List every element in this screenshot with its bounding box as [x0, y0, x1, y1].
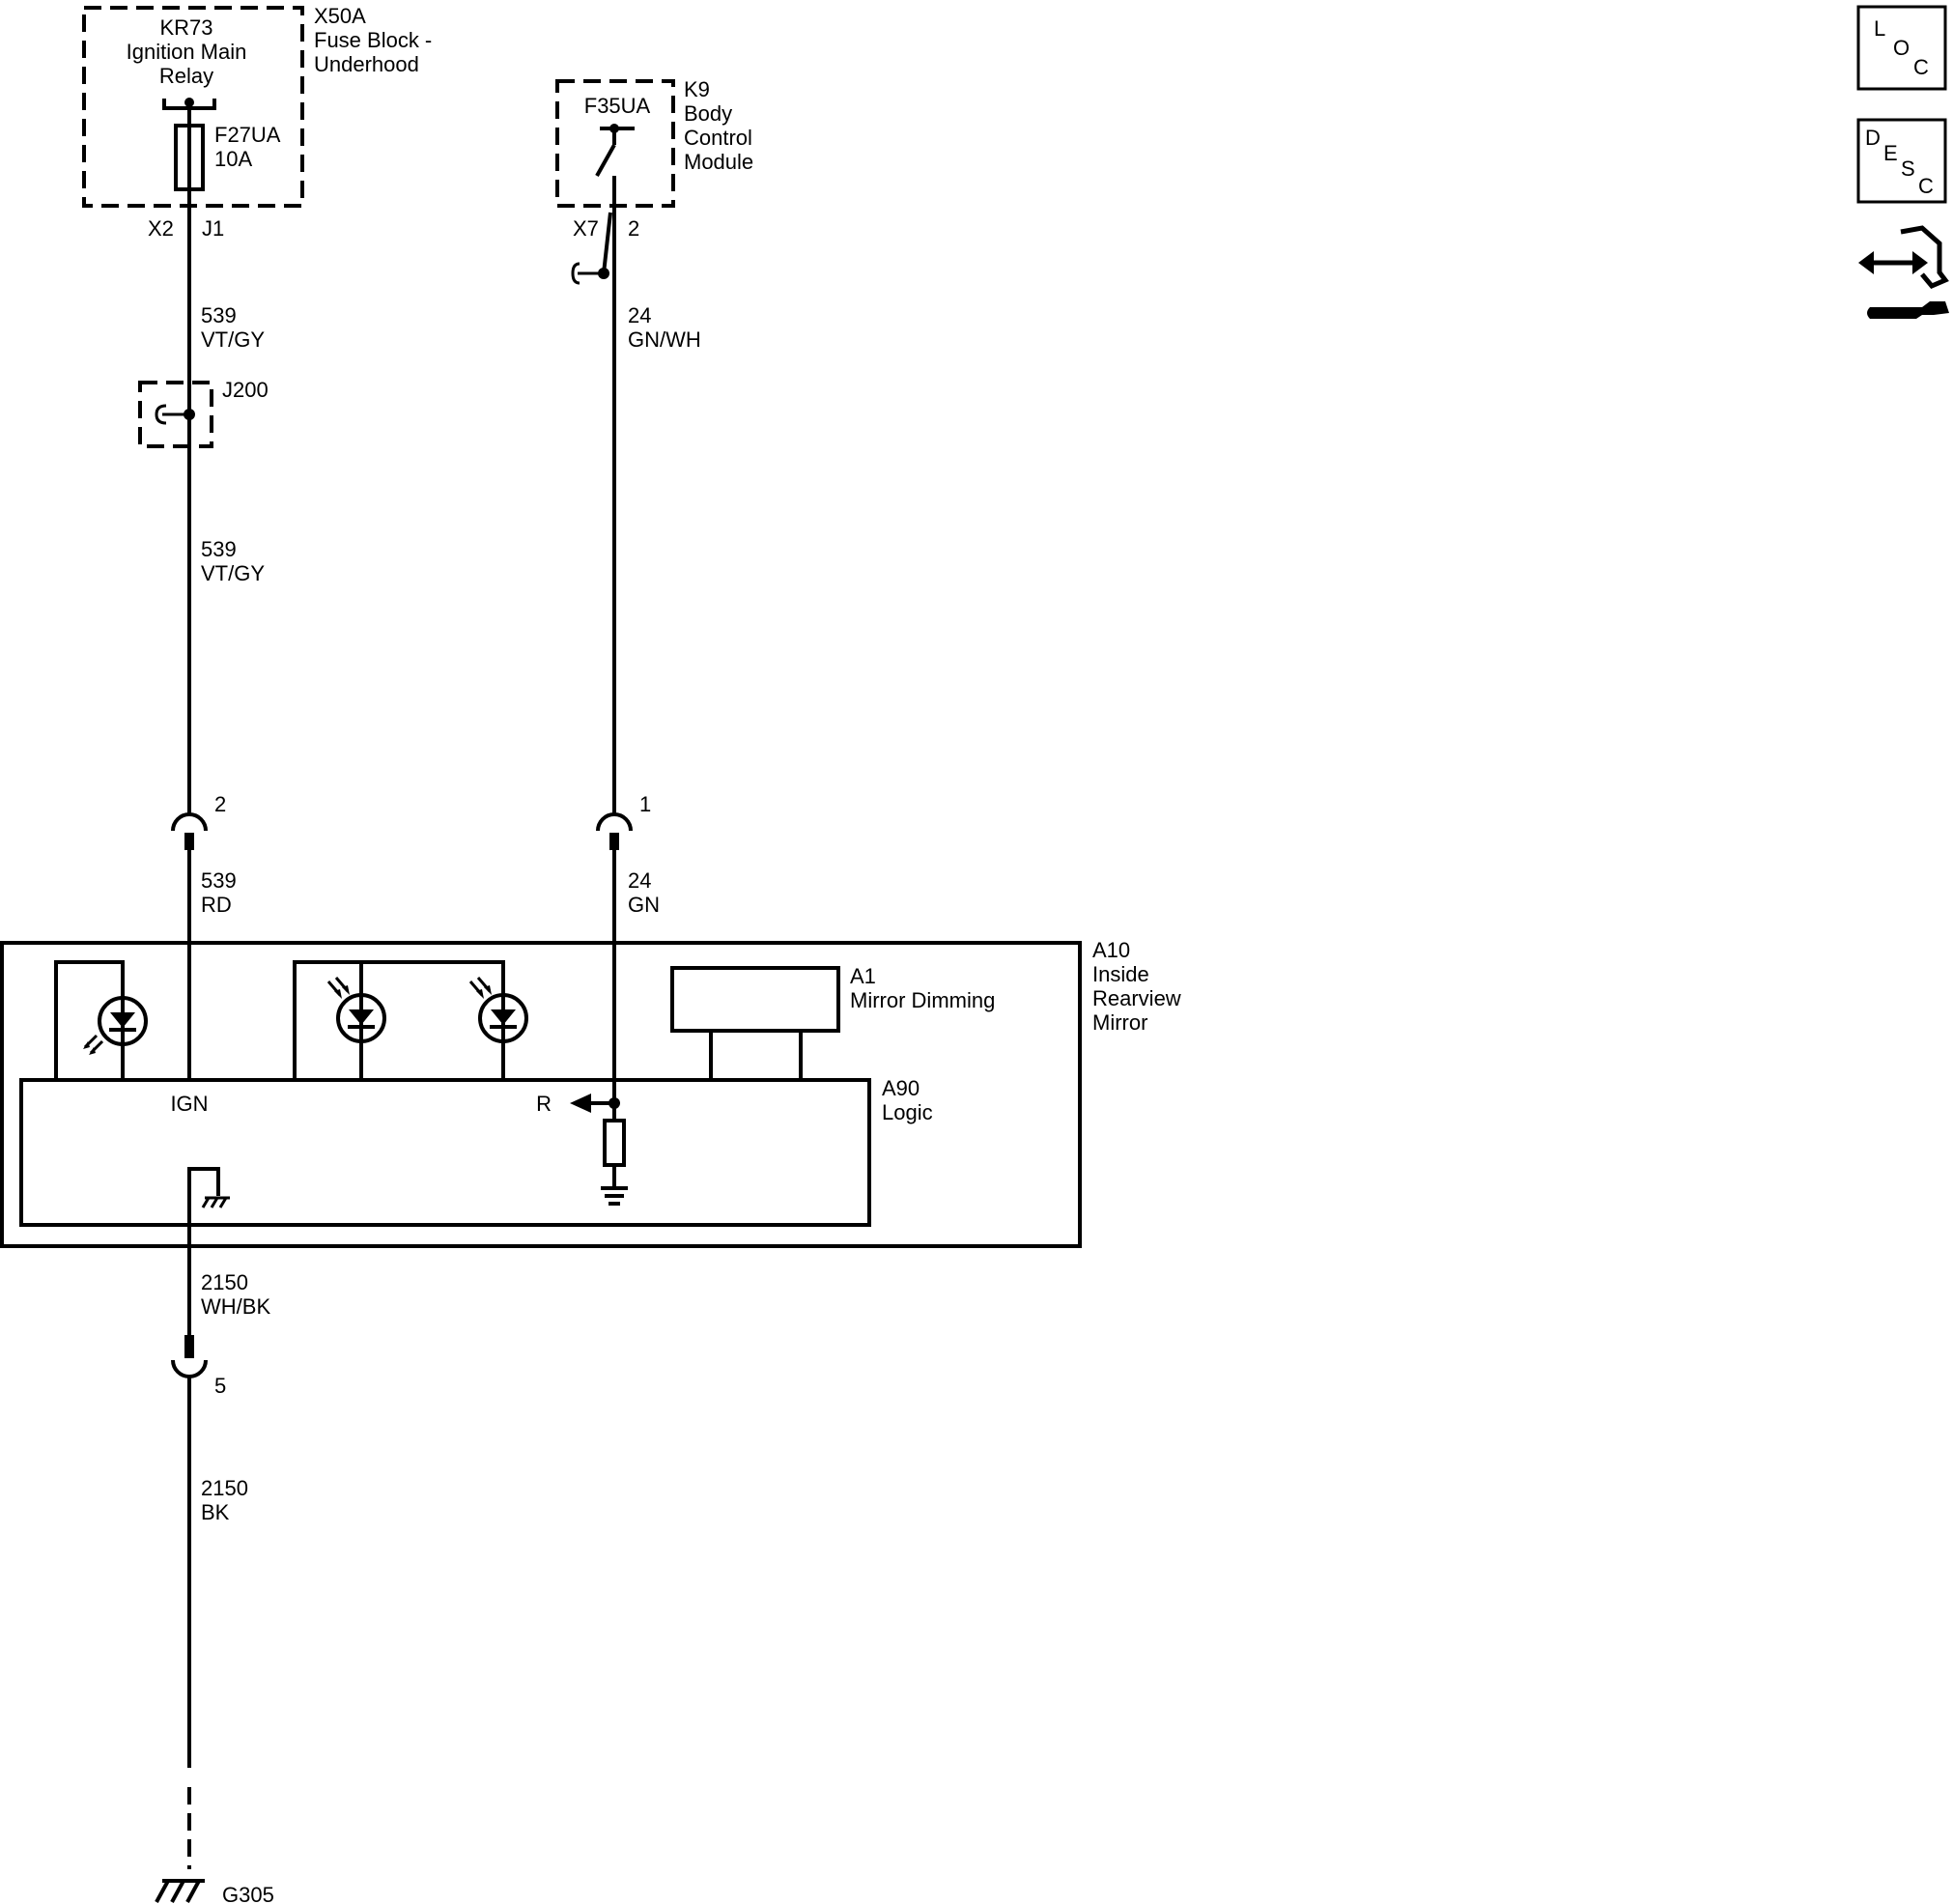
relay-kr73[interactable]: KR73 Ignition Main Relay: [127, 15, 247, 126]
dimming-desc: Mirror Dimming: [850, 988, 995, 1012]
connector-pin-2[interactable]: 2: [171, 792, 226, 850]
desc-letter-s: S: [1901, 156, 1915, 181]
description-button[interactable]: D E S C: [1856, 118, 1947, 204]
bcm-desc-1: Body: [684, 101, 732, 126]
ground-g305[interactable]: G305: [155, 1879, 274, 1904]
wire-24-top-circuit: 24: [628, 303, 651, 327]
fuse-block-x50a[interactable]: X50A Fuse Block - Underhood: [82, 4, 432, 208]
wire-24-top-color: GN/WH: [628, 327, 701, 352]
mirror-dimming-a1[interactable]: A1 Mirror Dimming: [670, 964, 995, 1080]
fuse-pin-label: J1: [202, 216, 224, 241]
wire-539-top-color: VT/GY: [201, 327, 265, 352]
inside-rearview-mirror-a10[interactable]: A10 Inside Rearview Mirror: [0, 938, 1181, 1248]
fuse-block-desc-2: Underhood: [314, 52, 419, 76]
mirror-desc-1: Inside: [1092, 962, 1149, 986]
logic-desc: Logic: [882, 1100, 933, 1124]
wire-2150-top-circuit: 2150: [201, 1270, 248, 1294]
connector-pin-5[interactable]: 5: [171, 1335, 226, 1398]
relay-label-3: Relay: [159, 64, 213, 88]
logic-a90[interactable]: A90 Logic IGN R: [19, 1076, 933, 1227]
bcm-pin-label: 2: [628, 216, 639, 241]
connector-pin-1-label: 1: [639, 792, 651, 816]
desc-letter-e: E: [1883, 141, 1898, 165]
ground-name: G305: [222, 1883, 274, 1904]
connector-pin-5-label: 5: [214, 1374, 226, 1398]
desc-letter-c: C: [1918, 174, 1934, 198]
fuse-f27ua[interactable]: F27UA 10A: [174, 123, 281, 191]
mirror-name: A10: [1092, 938, 1130, 962]
connector-pin-1[interactable]: 1: [596, 792, 651, 850]
fuse-block-name: X50A: [314, 4, 366, 28]
bcm-k9[interactable]: F35UA K9 Body Control Module: [555, 77, 753, 208]
wire-2150-top-color: WH/BK: [201, 1294, 270, 1319]
relay-label-2: Ignition Main: [127, 40, 247, 64]
wire-539-bot-color: RD: [201, 893, 232, 917]
desc-letter-d: D: [1865, 126, 1881, 150]
bcm-desc-2: Control: [684, 126, 752, 150]
light-sensor-diode: [54, 960, 148, 1080]
wire-2150-bot-circuit: 2150: [201, 1476, 248, 1500]
mirror-desc-3: Mirror: [1092, 1010, 1147, 1035]
splice-name: J200: [222, 378, 269, 402]
wire-2150-bot-color: BK: [201, 1500, 230, 1524]
bcm-desc-3: Module: [684, 150, 753, 174]
bcm-connector-label: X7: [573, 216, 599, 241]
logic-name: A90: [882, 1076, 920, 1100]
fuse-rating: 10A: [214, 147, 252, 171]
fuse-connector-label: X2: [148, 216, 174, 241]
loc-letter-c: C: [1913, 55, 1929, 79]
connector-repair-icon[interactable]: [1858, 225, 1949, 319]
input-resistor: [570, 1094, 628, 1206]
mirror-desc-2: Rearview: [1092, 986, 1181, 1010]
loc-letter-l: L: [1874, 16, 1885, 41]
logic-pin-ign: IGN: [170, 1092, 208, 1116]
splice-j200[interactable]: J200: [138, 378, 269, 448]
fuse-block-desc-1: Fuse Block -: [314, 28, 432, 52]
bcm-switch-name: F35UA: [584, 94, 651, 118]
logic-chassis-ground: [187, 1167, 230, 1254]
connector-pin-2-label: 2: [214, 792, 226, 816]
dimming-name: A1: [850, 964, 876, 988]
wire-539-bot-circuit: 539: [201, 868, 237, 893]
location-button[interactable]: L O C: [1856, 5, 1947, 91]
relay-label-1: KR73: [159, 15, 212, 40]
wire-24-bot-color: GN: [628, 893, 660, 917]
wire-539-top-circuit: 539: [201, 303, 237, 327]
wire-539-mid-circuit: 539: [201, 537, 237, 561]
loc-letter-o: O: [1893, 36, 1910, 60]
wire-539-mid-color: VT/GY: [201, 561, 265, 585]
logic-pin-r: R: [536, 1092, 552, 1116]
fuse-name: F27UA: [214, 123, 281, 147]
bcm-name: K9: [684, 77, 710, 101]
wire-24-bot-circuit: 24: [628, 868, 651, 893]
indicator-led-pair: [293, 960, 528, 1080]
